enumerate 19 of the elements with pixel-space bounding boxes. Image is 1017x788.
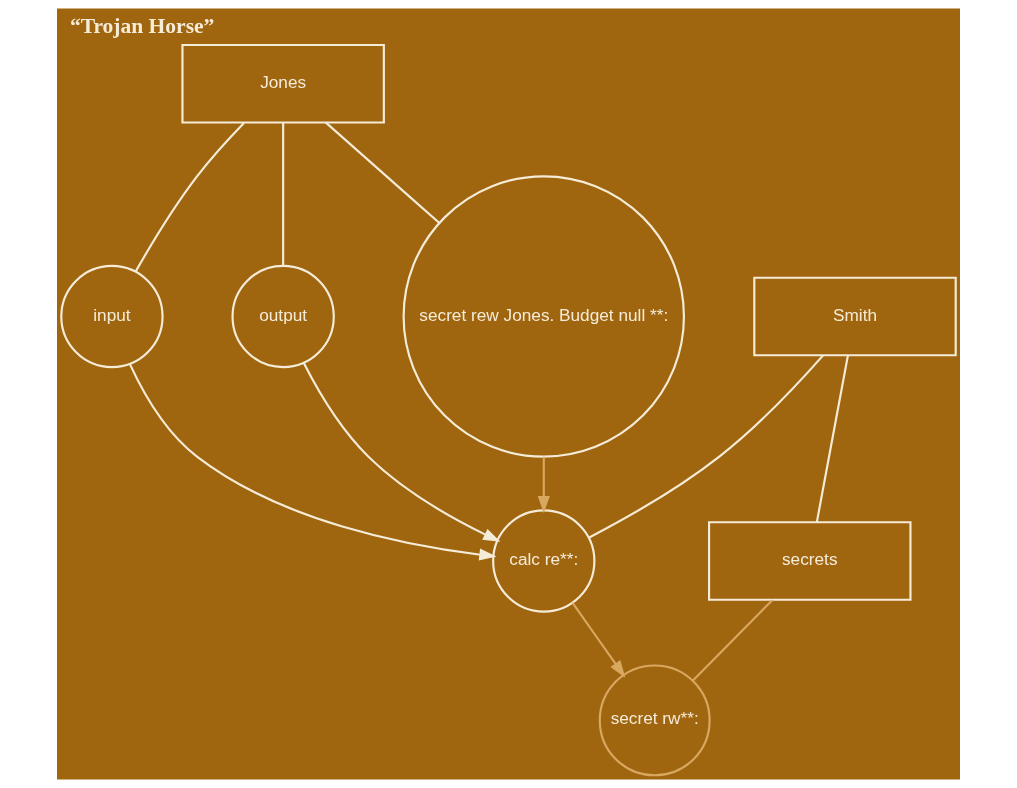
node-circle: secret rew Jones. Budget null **: [402, 175, 685, 458]
connector [134, 122, 245, 273]
node-box: Jones [181, 43, 385, 124]
node-circle: output [231, 264, 335, 369]
node-box: Smith [753, 276, 957, 357]
connector [815, 355, 849, 523]
connector [588, 354, 824, 539]
connector [282, 122, 285, 266]
node-circle: secret rw**: [598, 664, 711, 777]
connector [692, 599, 773, 682]
node-box: secrets [708, 521, 912, 601]
connector [325, 121, 440, 224]
node-circle: input [60, 264, 164, 369]
arrow [302, 362, 501, 542]
arrow [537, 456, 550, 514]
arrow [128, 363, 497, 561]
arrow [571, 602, 626, 678]
node-circle: calc re**: [492, 509, 596, 613]
diagram-title: “Trojan Horse” [69, 14, 215, 39]
